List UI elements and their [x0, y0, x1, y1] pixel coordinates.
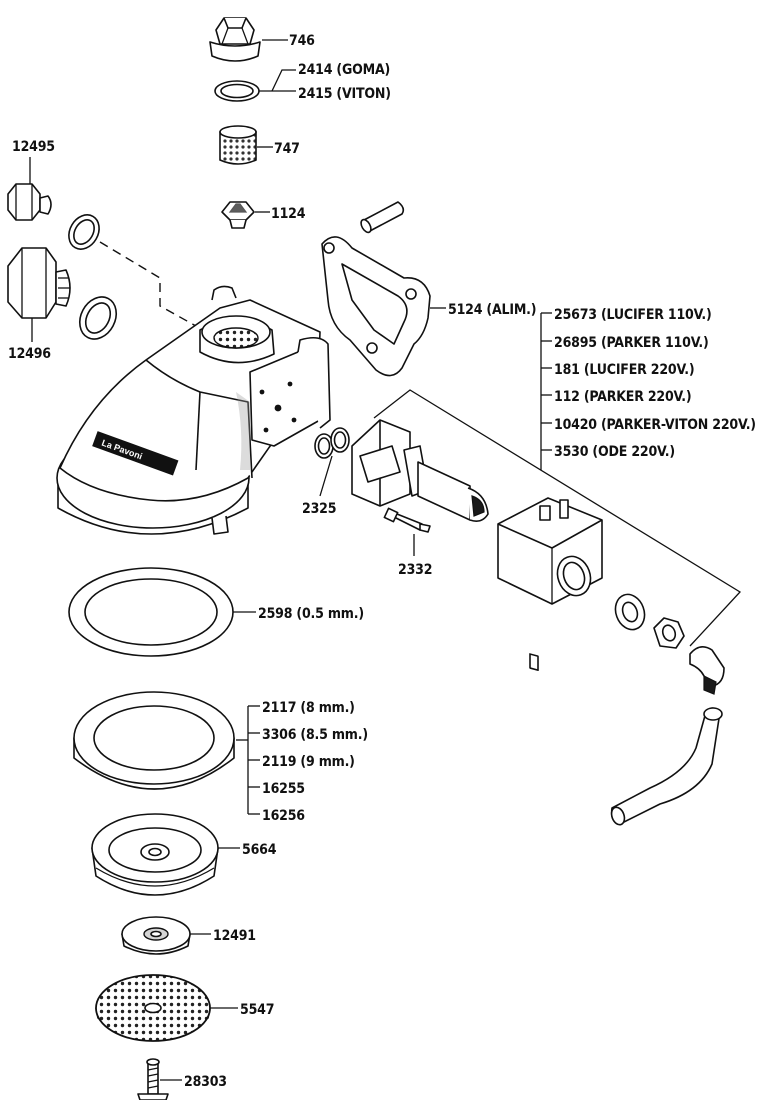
screw-2332	[383, 507, 431, 533]
filter-747	[219, 125, 257, 165]
group-head-body: La Pavoni	[56, 285, 331, 535]
label-2415: 2415 (VITON)	[298, 86, 391, 102]
label-26895: 26895 (PARKER 110V.)	[554, 335, 709, 351]
label-112: 112 (PARKER 220V.)	[554, 389, 691, 405]
label-12491: 12491	[213, 928, 256, 944]
elbow-fitting	[689, 646, 725, 695]
label-16256: 16256	[262, 808, 305, 824]
valve-1124	[221, 201, 255, 229]
label-5547: 5547	[240, 1002, 274, 1018]
label-181: 181 (LUCIFER 220V.)	[554, 362, 694, 378]
label-10420: 10420 (PARKER-VITON 220V.)	[554, 417, 756, 433]
o-rings-2325	[314, 427, 350, 459]
label-2119: 2119 (9 mm.)	[262, 754, 355, 770]
gasket-2117	[73, 691, 235, 790]
spacer-12491	[121, 916, 191, 955]
label-2414: 2414 (GOMA)	[298, 62, 390, 78]
label-16255: 16255	[262, 781, 305, 797]
pin	[360, 201, 405, 234]
label-3530: 3530 (ODE 220V.)	[554, 444, 675, 460]
label-2117: 2117 (8 mm.)	[262, 700, 355, 716]
gasket-5124	[321, 236, 431, 377]
plug-12495	[7, 183, 52, 221]
label-2598: 2598 (0.5 mm.)	[258, 606, 364, 622]
label-2325: 2325	[302, 501, 336, 517]
label-5664: 5664	[242, 842, 277, 858]
washer-12496	[78, 296, 118, 340]
drain-hose	[610, 707, 723, 826]
label-12495: 12495	[12, 139, 55, 155]
gasket-2598	[68, 567, 234, 657]
label-5124: 5124 (ALIM.)	[448, 302, 536, 318]
label-28303: 28303	[184, 1074, 227, 1090]
coil-washer	[614, 593, 646, 631]
plug-746	[209, 17, 261, 62]
label-2332: 2332	[398, 562, 432, 578]
label-1124: 1124	[271, 206, 306, 222]
label-12496: 12496	[8, 346, 51, 362]
shower-holder-5664	[91, 813, 219, 896]
label-747: 747	[274, 141, 300, 157]
label-25673: 25673 (LUCIFER 110V.)	[554, 307, 712, 323]
shower-screen-5547	[95, 974, 211, 1042]
washer-12495	[68, 214, 100, 250]
solenoid-coil	[497, 497, 603, 671]
label-746: 746	[289, 33, 315, 49]
solenoid-valve-body	[351, 419, 489, 522]
screw-28303	[137, 1058, 169, 1100]
coil-nut	[653, 617, 685, 649]
gasket-2414-2415	[214, 80, 260, 102]
plug-12496	[7, 247, 71, 319]
label-3306: 3306 (8.5 mm.)	[262, 727, 368, 743]
